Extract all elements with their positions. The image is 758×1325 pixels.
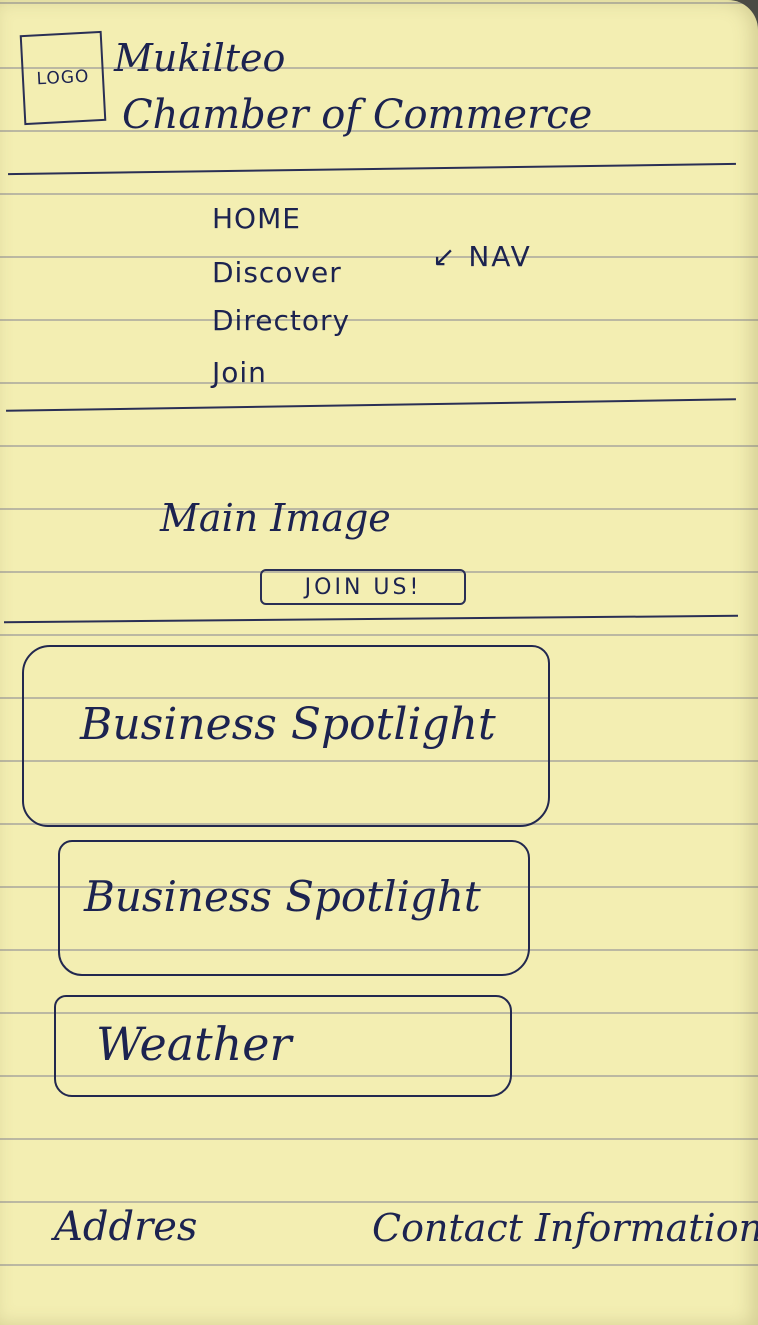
nav-item-home[interactable]: HOME — [212, 202, 301, 235]
nav-divider — [6, 398, 736, 412]
card-title: Business Spotlight — [80, 699, 496, 750]
nav-item-join[interactable]: Join — [212, 356, 267, 389]
hero-divider — [4, 614, 738, 624]
nav-annotation: ↙ NAV — [432, 240, 532, 273]
nav-item-directory[interactable]: Directory — [212, 304, 351, 337]
footer-address: Addres — [54, 1204, 198, 1250]
footer-contact-information[interactable]: Contact Information — [372, 1206, 758, 1250]
business-spotlight-card-1[interactable]: Business Spotlight — [22, 645, 550, 827]
logo-label: LOGO — [36, 66, 90, 90]
business-spotlight-card-2[interactable]: Business Spotlight — [58, 840, 530, 976]
weather-card[interactable]: Weather — [54, 995, 512, 1097]
header-divider — [8, 162, 736, 176]
site-title-line1: Mukilteo — [114, 36, 286, 80]
card-title: Business Spotlight — [84, 872, 481, 921]
logo-placeholder[interactable]: LOGO — [19, 30, 107, 126]
main-image-placeholder: Main Image — [160, 496, 391, 540]
card-title: Weather — [96, 1017, 292, 1071]
join-us-button[interactable]: JOIN US! — [260, 569, 466, 605]
nav-item-discover[interactable]: Discover — [212, 256, 342, 289]
site-title-line2: Chamber of Commerce — [122, 92, 593, 138]
